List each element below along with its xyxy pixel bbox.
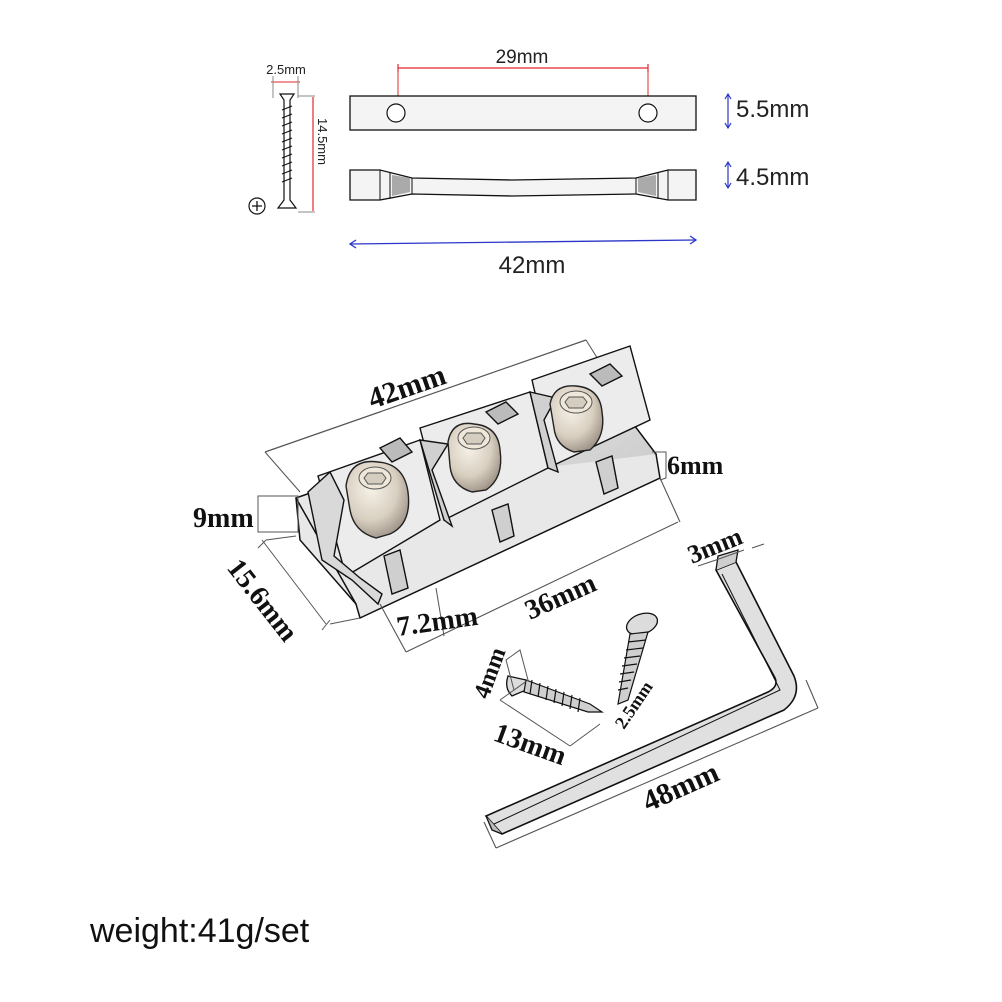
bottom-height-label: 4.5mm [736,164,809,191]
screw-head-label: 4mm [469,644,511,702]
shim-bars-drawing: 29mm 5.5mm 4.5mm 42mm [348,47,809,279]
mounting-screw-2-body [617,631,649,705]
total-length-dim-line [349,239,697,245]
weight-text: weight:41g/set [90,912,310,950]
nut-span-label: 36mm [520,568,601,627]
top-height-label: 5.5mm [736,96,809,123]
screw-13mm-label: 13mm [490,717,571,772]
hex-wrench-drawing: 3mm 48mm [483,521,819,849]
locking-nut-drawing: 42mm [193,339,724,653]
mounting-screws-drawing: 4mm 13mm 2.5mm [469,612,659,772]
bottom-shim-bar [349,169,697,201]
nut-length-dim-line [264,339,587,453]
nut-depth-label: 15.6mm [220,553,303,647]
screw-length-label: 14.5mm [315,118,330,165]
left-hole [386,103,406,123]
nut-length-label: 42mm [364,358,450,415]
right-hole [638,103,658,123]
nut-span-dim-line [379,477,681,653]
clamp-screw-knobs [345,385,604,539]
wrench-length-dim-line [483,679,819,849]
screw-diameter-label: 2.5mm [266,62,306,77]
screw-length-dim-line [499,689,601,747]
small-screw-drawing: 2.5mm 14.5mm [248,62,330,215]
screw-thread-label: 2.5mm [611,678,657,733]
top-shim-bar [349,95,697,131]
nut-height-left-label: 9mm [193,503,254,534]
nut-height-left-dim-box [257,495,299,533]
nut-depth-dim-line [257,539,331,631]
wrench-size-label: 3mm [683,521,746,569]
screw-body [276,93,298,209]
pad-width-label: 7.2mm [395,601,480,643]
hole-spacing-label: 29mm [496,47,549,68]
nut-height-right-label: 6mm [667,451,724,480]
total-length-label: 42mm [499,252,566,279]
